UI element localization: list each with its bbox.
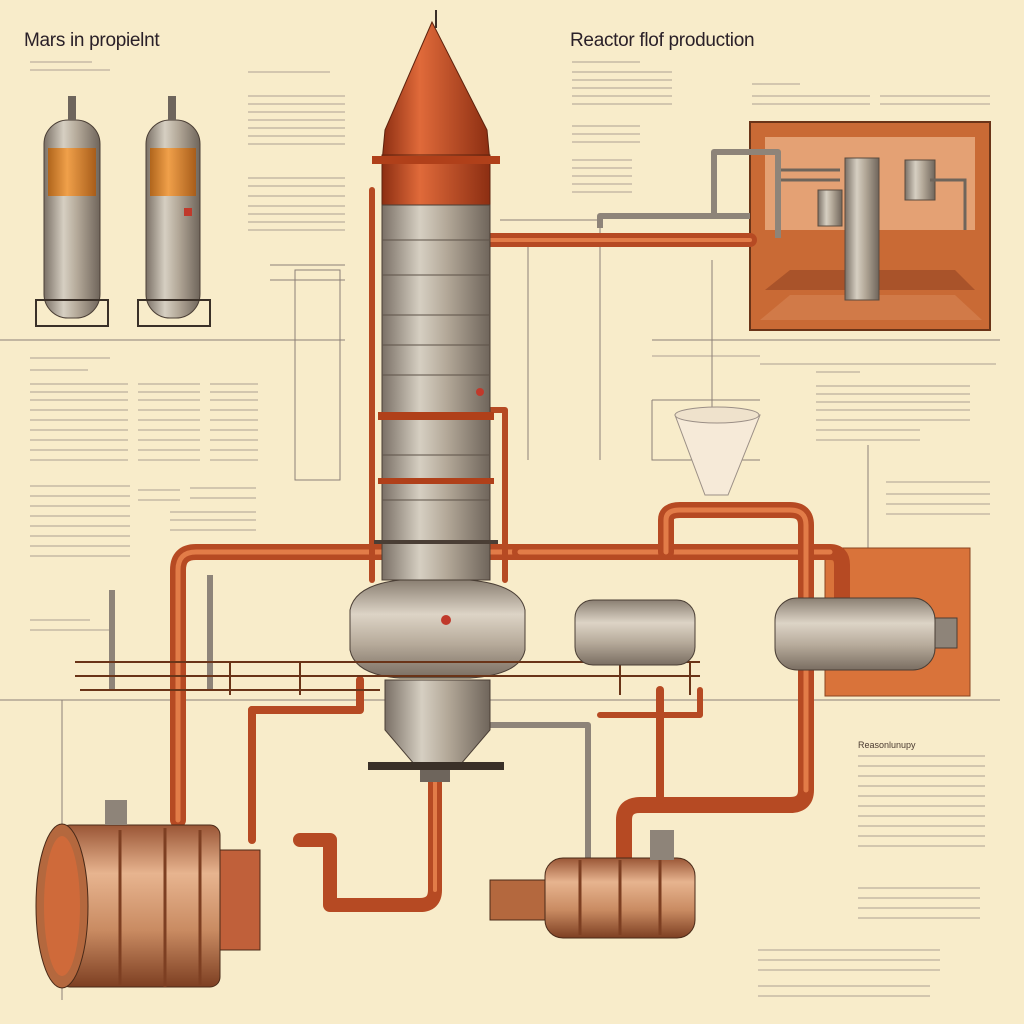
title-left: Mars in propielnt [24,30,160,51]
production-facility-panel [749,121,991,331]
steel-pipe-network [109,149,781,870]
large-copper-tank [35,800,261,989]
pump-unit [489,830,696,939]
platform-walkway [75,661,700,695]
horizontal-tank-1 [574,599,696,666]
spec-text-blocks [30,61,996,997]
horizontal-tank-2 [774,597,958,671]
propellant-tank-2 [137,96,211,327]
reactor-column [349,10,526,782]
propellant-tank-1 [35,96,109,327]
annotation-label: Reasonlunupy [858,740,916,750]
hopper [674,406,761,496]
title-right: Reactor flof production [570,30,755,51]
copper-pipe-network [170,187,850,912]
